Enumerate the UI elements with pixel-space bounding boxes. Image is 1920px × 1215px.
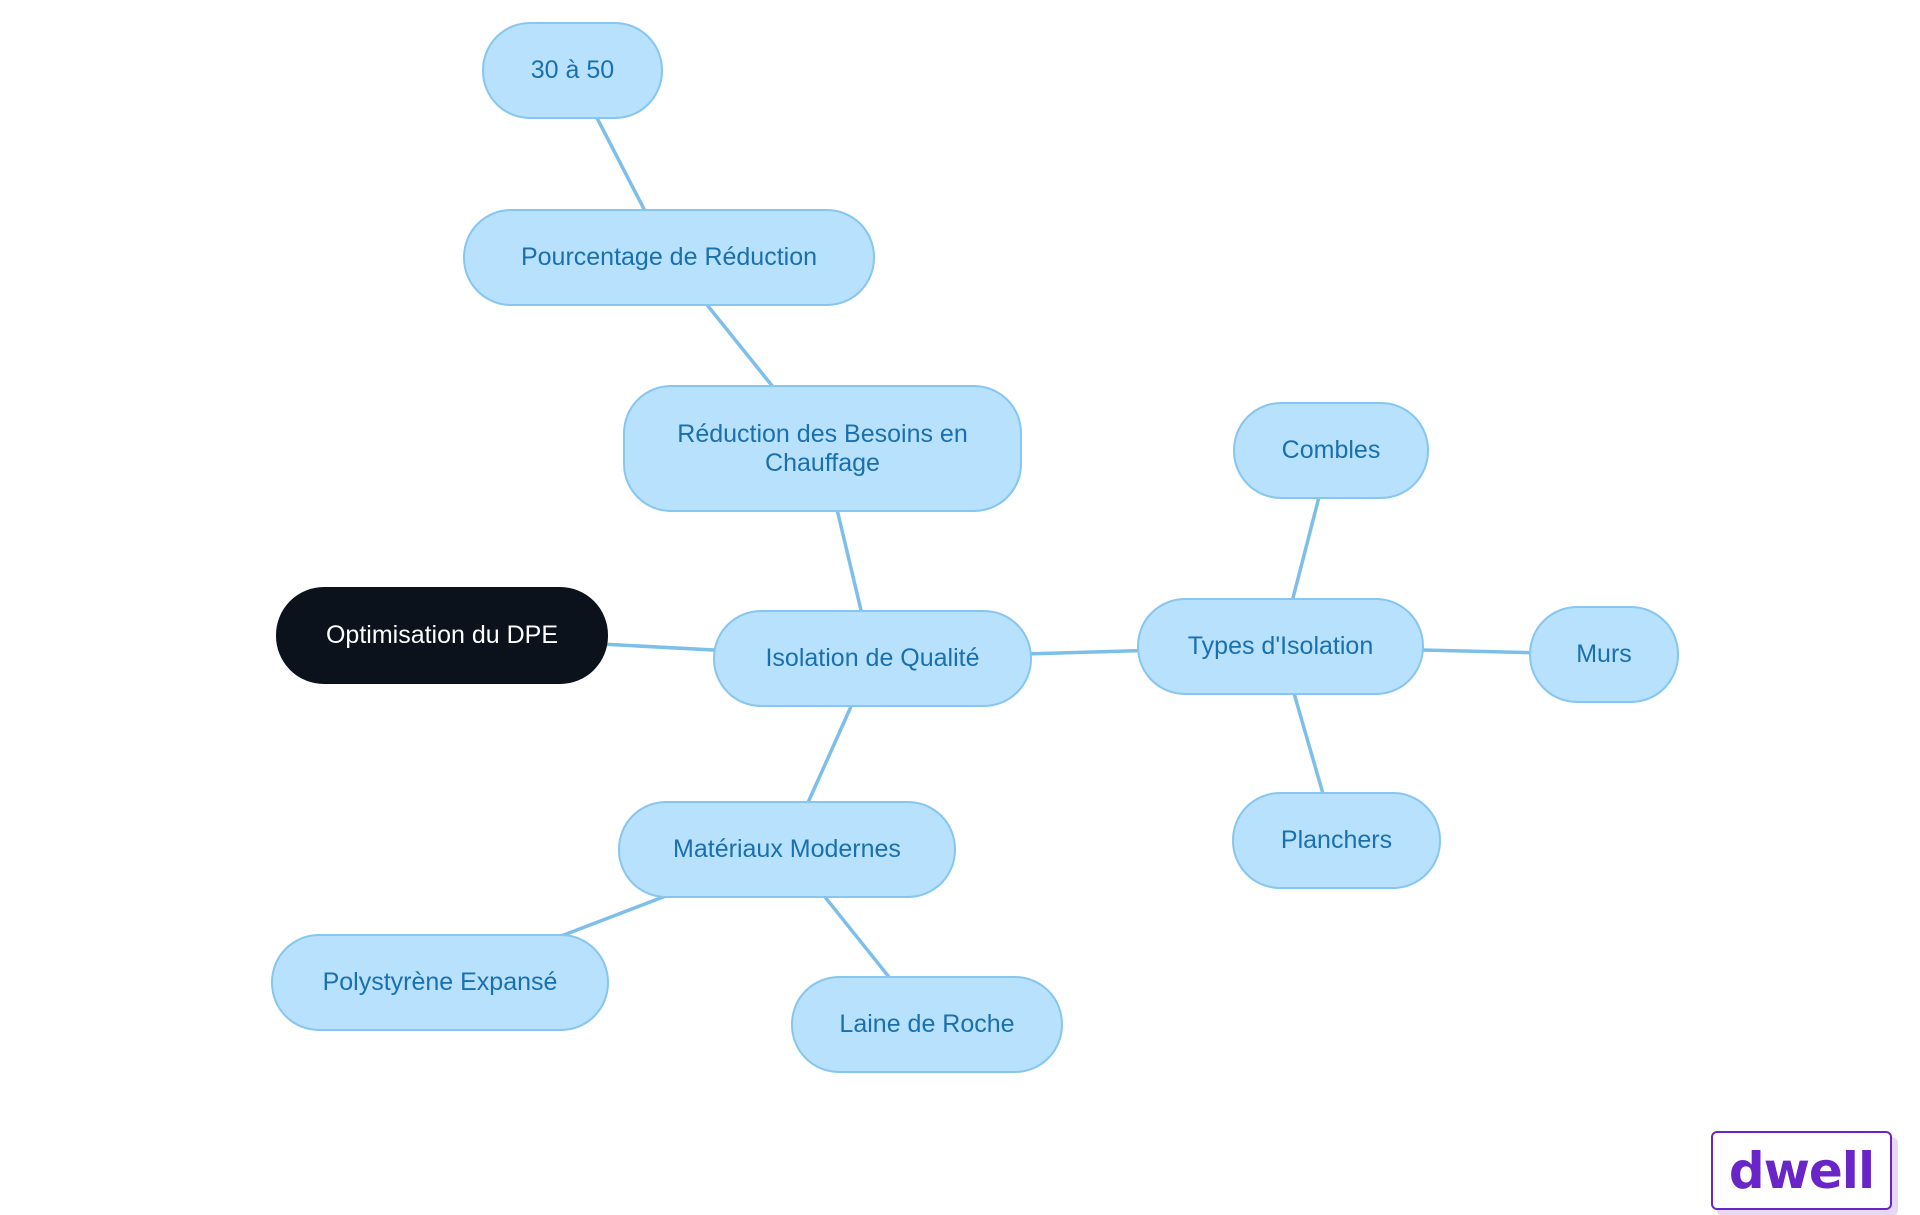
node-label: Murs	[1576, 640, 1632, 669]
node-label: Isolation de Qualité	[765, 644, 980, 673]
node-materiaux-modernes: Matériaux Modernes	[618, 801, 956, 898]
node-label: Polystyrène Expansé	[322, 968, 558, 997]
node-30-a-50: 30 à 50	[482, 22, 663, 119]
node-label: Types d'Isolation	[1187, 632, 1374, 661]
logo-text: dwell	[1728, 1141, 1875, 1200]
node-isolation-qualite: Isolation de Qualité	[713, 610, 1032, 707]
dwell-logo: dwell	[1711, 1131, 1892, 1210]
node-planchers: Planchers	[1232, 792, 1441, 889]
node-label: Optimisation du DPE	[325, 621, 559, 650]
node-optimisation-dpe: Optimisation du DPE	[276, 587, 608, 684]
node-types-isolation: Types d'Isolation	[1137, 598, 1424, 695]
node-combles: Combles	[1233, 402, 1429, 499]
node-label: 30 à 50	[530, 56, 615, 85]
node-label: Réduction des Besoins en Chauffage	[677, 419, 968, 477]
node-polystyrene-expanse: Polystyrène Expansé	[271, 934, 609, 1031]
node-label: Planchers	[1280, 826, 1393, 855]
node-label: Laine de Roche	[839, 1010, 1015, 1039]
node-laine-de-roche: Laine de Roche	[791, 976, 1063, 1073]
node-label: Combles	[1281, 436, 1381, 465]
node-reduction-besoins-chauffage: Réduction des Besoins en Chauffage	[623, 385, 1022, 512]
node-label: Matériaux Modernes	[673, 835, 901, 864]
node-label: Pourcentage de Réduction	[520, 243, 818, 272]
node-pourcentage-reduction: Pourcentage de Réduction	[463, 209, 875, 306]
node-murs: Murs	[1529, 606, 1679, 703]
